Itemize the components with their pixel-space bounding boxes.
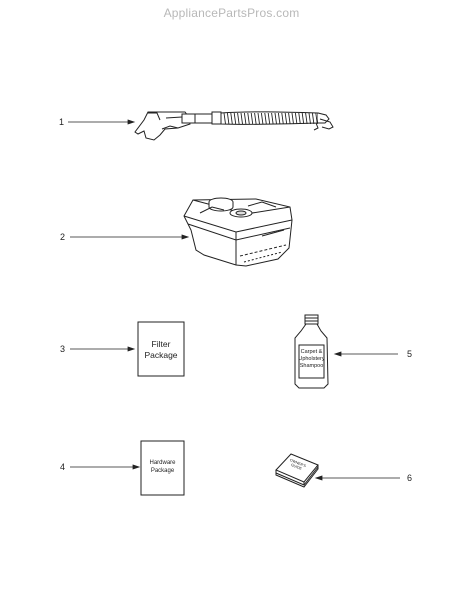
- leader-arrow-4: [132, 464, 141, 470]
- hose-coil: [230, 112, 233, 125]
- part-3-filter-package: [137, 321, 185, 377]
- part-1-hose: [134, 111, 334, 141]
- hose-coil: [298, 112, 301, 125]
- callout-number-1: 1: [59, 117, 65, 127]
- part-5-shampoo-bottle: [294, 314, 329, 389]
- hardware-package-label-line-1: Hardware: [149, 460, 176, 466]
- hose-coil: [271, 112, 274, 125]
- hose-coil: [311, 112, 315, 125]
- leader-arrow-2: [181, 234, 190, 240]
- leader-arrow-3: [127, 346, 136, 352]
- hardware-package-label-line-2: Package: [150, 467, 175, 474]
- hose-coil: [301, 112, 305, 125]
- hose-coil: [243, 112, 247, 125]
- hose-coil: [237, 112, 240, 125]
- hose-coil: [264, 112, 267, 125]
- shampoo-label-line-1: Carpet &: [300, 349, 323, 355]
- callout-number-6: 6: [407, 473, 413, 483]
- hose-coil: [274, 112, 277, 125]
- watermark: AppliancePartsPros.com: [163, 6, 300, 20]
- hose-coil: [240, 112, 243, 125]
- shampoo-label-line-2: Upholstery: [298, 356, 325, 363]
- callout-number-2: 2: [60, 232, 66, 242]
- hose-coil: [305, 112, 308, 125]
- hose-coil: [257, 112, 260, 125]
- hose-coil: [233, 112, 237, 125]
- hose-coil: [284, 112, 288, 125]
- hose-coil: [254, 112, 257, 125]
- hose-coil: [250, 112, 254, 125]
- hose-coil: [281, 112, 284, 125]
- filter-package-label: Filter Package: [138, 339, 184, 360]
- part-4-hardware-package: [140, 440, 185, 496]
- hose-coil: [315, 112, 318, 125]
- hose-coil: [223, 112, 226, 125]
- callout-number-4: 4: [60, 462, 66, 472]
- hose-coil: [288, 112, 291, 125]
- callout-number-5: 5: [407, 349, 413, 359]
- hose-coil: [294, 112, 298, 125]
- shampoo-label-line-3: Shampoo: [299, 363, 324, 370]
- filter-package-label-line-2: Package: [144, 349, 178, 360]
- hose-coil: [308, 112, 311, 125]
- shampoo-bottle-label: Carpet & Upholstery Shampoo: [297, 349, 326, 370]
- filter-package-label-line-1: Filter: [151, 339, 171, 349]
- hose-coil: [277, 112, 281, 125]
- hose-coil: [267, 112, 271, 125]
- hose-coil: [247, 112, 250, 125]
- hose-coil: [291, 112, 294, 125]
- part-2-tank: [183, 197, 293, 267]
- leader-arrow-5: [333, 351, 342, 357]
- hose-coil: [226, 112, 230, 125]
- hose-coil: [260, 112, 264, 125]
- part-6-owners-guide: [275, 453, 319, 488]
- callout-number-3: 3: [60, 344, 66, 354]
- leader-arrow-6: [314, 475, 323, 481]
- leader-arrow-1: [127, 119, 136, 125]
- hardware-package-label: Hardware Package: [141, 460, 184, 475]
